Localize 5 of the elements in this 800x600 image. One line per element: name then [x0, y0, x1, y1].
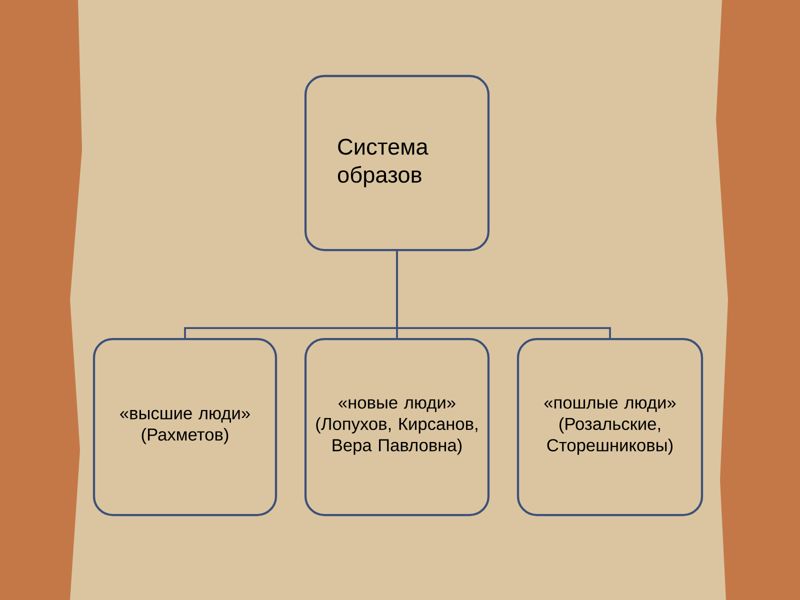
connector	[396, 251, 611, 338]
box: «пошлые люди» (Розальские, Сторешниковы)	[516, 338, 704, 516]
box: «новые люди» (Лопухов, Кирсанов, Вера Павловна)	[304, 338, 490, 516]
box: Система образов	[304, 74, 490, 252]
box: «высшие люди» (Рахметов)	[92, 338, 278, 516]
